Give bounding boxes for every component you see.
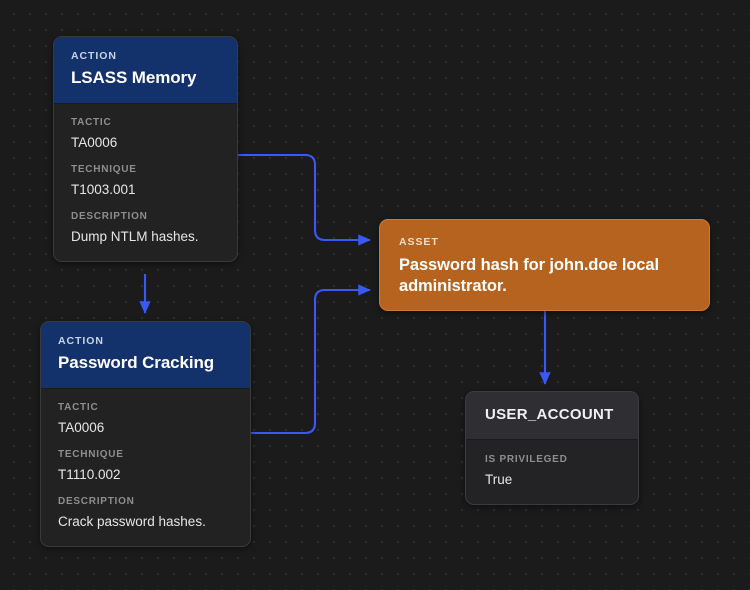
node-title: Password hash for john.doe local adminis… <box>399 255 659 295</box>
field-value: TA0006 <box>71 134 118 150</box>
node-body: IS PRIVILEGED True <box>466 440 638 504</box>
field-value: Crack password hashes. <box>58 513 206 529</box>
field-tactic: TACTIC TA0006 <box>71 117 220 151</box>
node-password-hash-asset[interactable]: ASSET Password hash for john.doe local a… <box>379 219 710 311</box>
edge-lsass-to-asset <box>238 153 371 246</box>
field-label: TACTIC <box>71 117 112 129</box>
node-lsass-memory[interactable]: ACTION LSASS Memory TACTIC TA0006 TECHNI… <box>53 36 238 263</box>
node-kind-label: ASSET <box>399 236 439 248</box>
field-value: True <box>485 471 513 487</box>
node-title: USER_ACCOUNT <box>485 406 614 423</box>
node-title: LSASS Memory <box>71 67 197 87</box>
node-kind-label: ACTION <box>71 50 117 62</box>
node-title: Password Cracking <box>58 352 215 372</box>
field-description: DESCRIPTION Dump NTLM hashes. <box>71 211 220 245</box>
field-label: DESCRIPTION <box>58 496 135 508</box>
field-label: IS PRIVILEGED <box>485 454 568 466</box>
field-tactic: TACTIC TA0006 <box>58 402 233 436</box>
field-value: Dump NTLM hashes. <box>71 228 199 244</box>
field-description: DESCRIPTION Crack password hashes. <box>58 496 233 530</box>
node-header: ACTION Password Cracking <box>41 322 250 390</box>
field-technique: TECHNIQUE T1003.001 <box>71 164 220 198</box>
edge-password-cracking-to-asset <box>251 284 371 435</box>
field-value: TA0006 <box>58 419 105 435</box>
field-label: TECHNIQUE <box>71 164 137 176</box>
node-kind-label: ACTION <box>58 335 104 347</box>
node-header: USER_ACCOUNT <box>466 392 638 441</box>
field-label: TECHNIQUE <box>58 449 124 461</box>
field-technique: TECHNIQUE T1110.002 <box>58 449 233 483</box>
node-password-cracking[interactable]: ACTION Password Cracking TACTIC TA0006 T… <box>40 321 251 548</box>
node-body: TACTIC TA0006 TECHNIQUE T1110.002 DESCRI… <box>41 389 250 546</box>
field-value: T1003.001 <box>71 181 136 197</box>
field-label: DESCRIPTION <box>71 211 148 223</box>
node-header: ACTION LSASS Memory <box>54 37 237 105</box>
field-value: T1110.002 <box>58 466 121 482</box>
field-label: TACTIC <box>58 402 99 414</box>
node-user-account[interactable]: USER_ACCOUNT IS PRIVILEGED True <box>465 391 639 506</box>
field-is-privileged: IS PRIVILEGED True <box>485 454 619 488</box>
node-body: TACTIC TA0006 TECHNIQUE T1003.001 DESCRI… <box>54 104 237 261</box>
